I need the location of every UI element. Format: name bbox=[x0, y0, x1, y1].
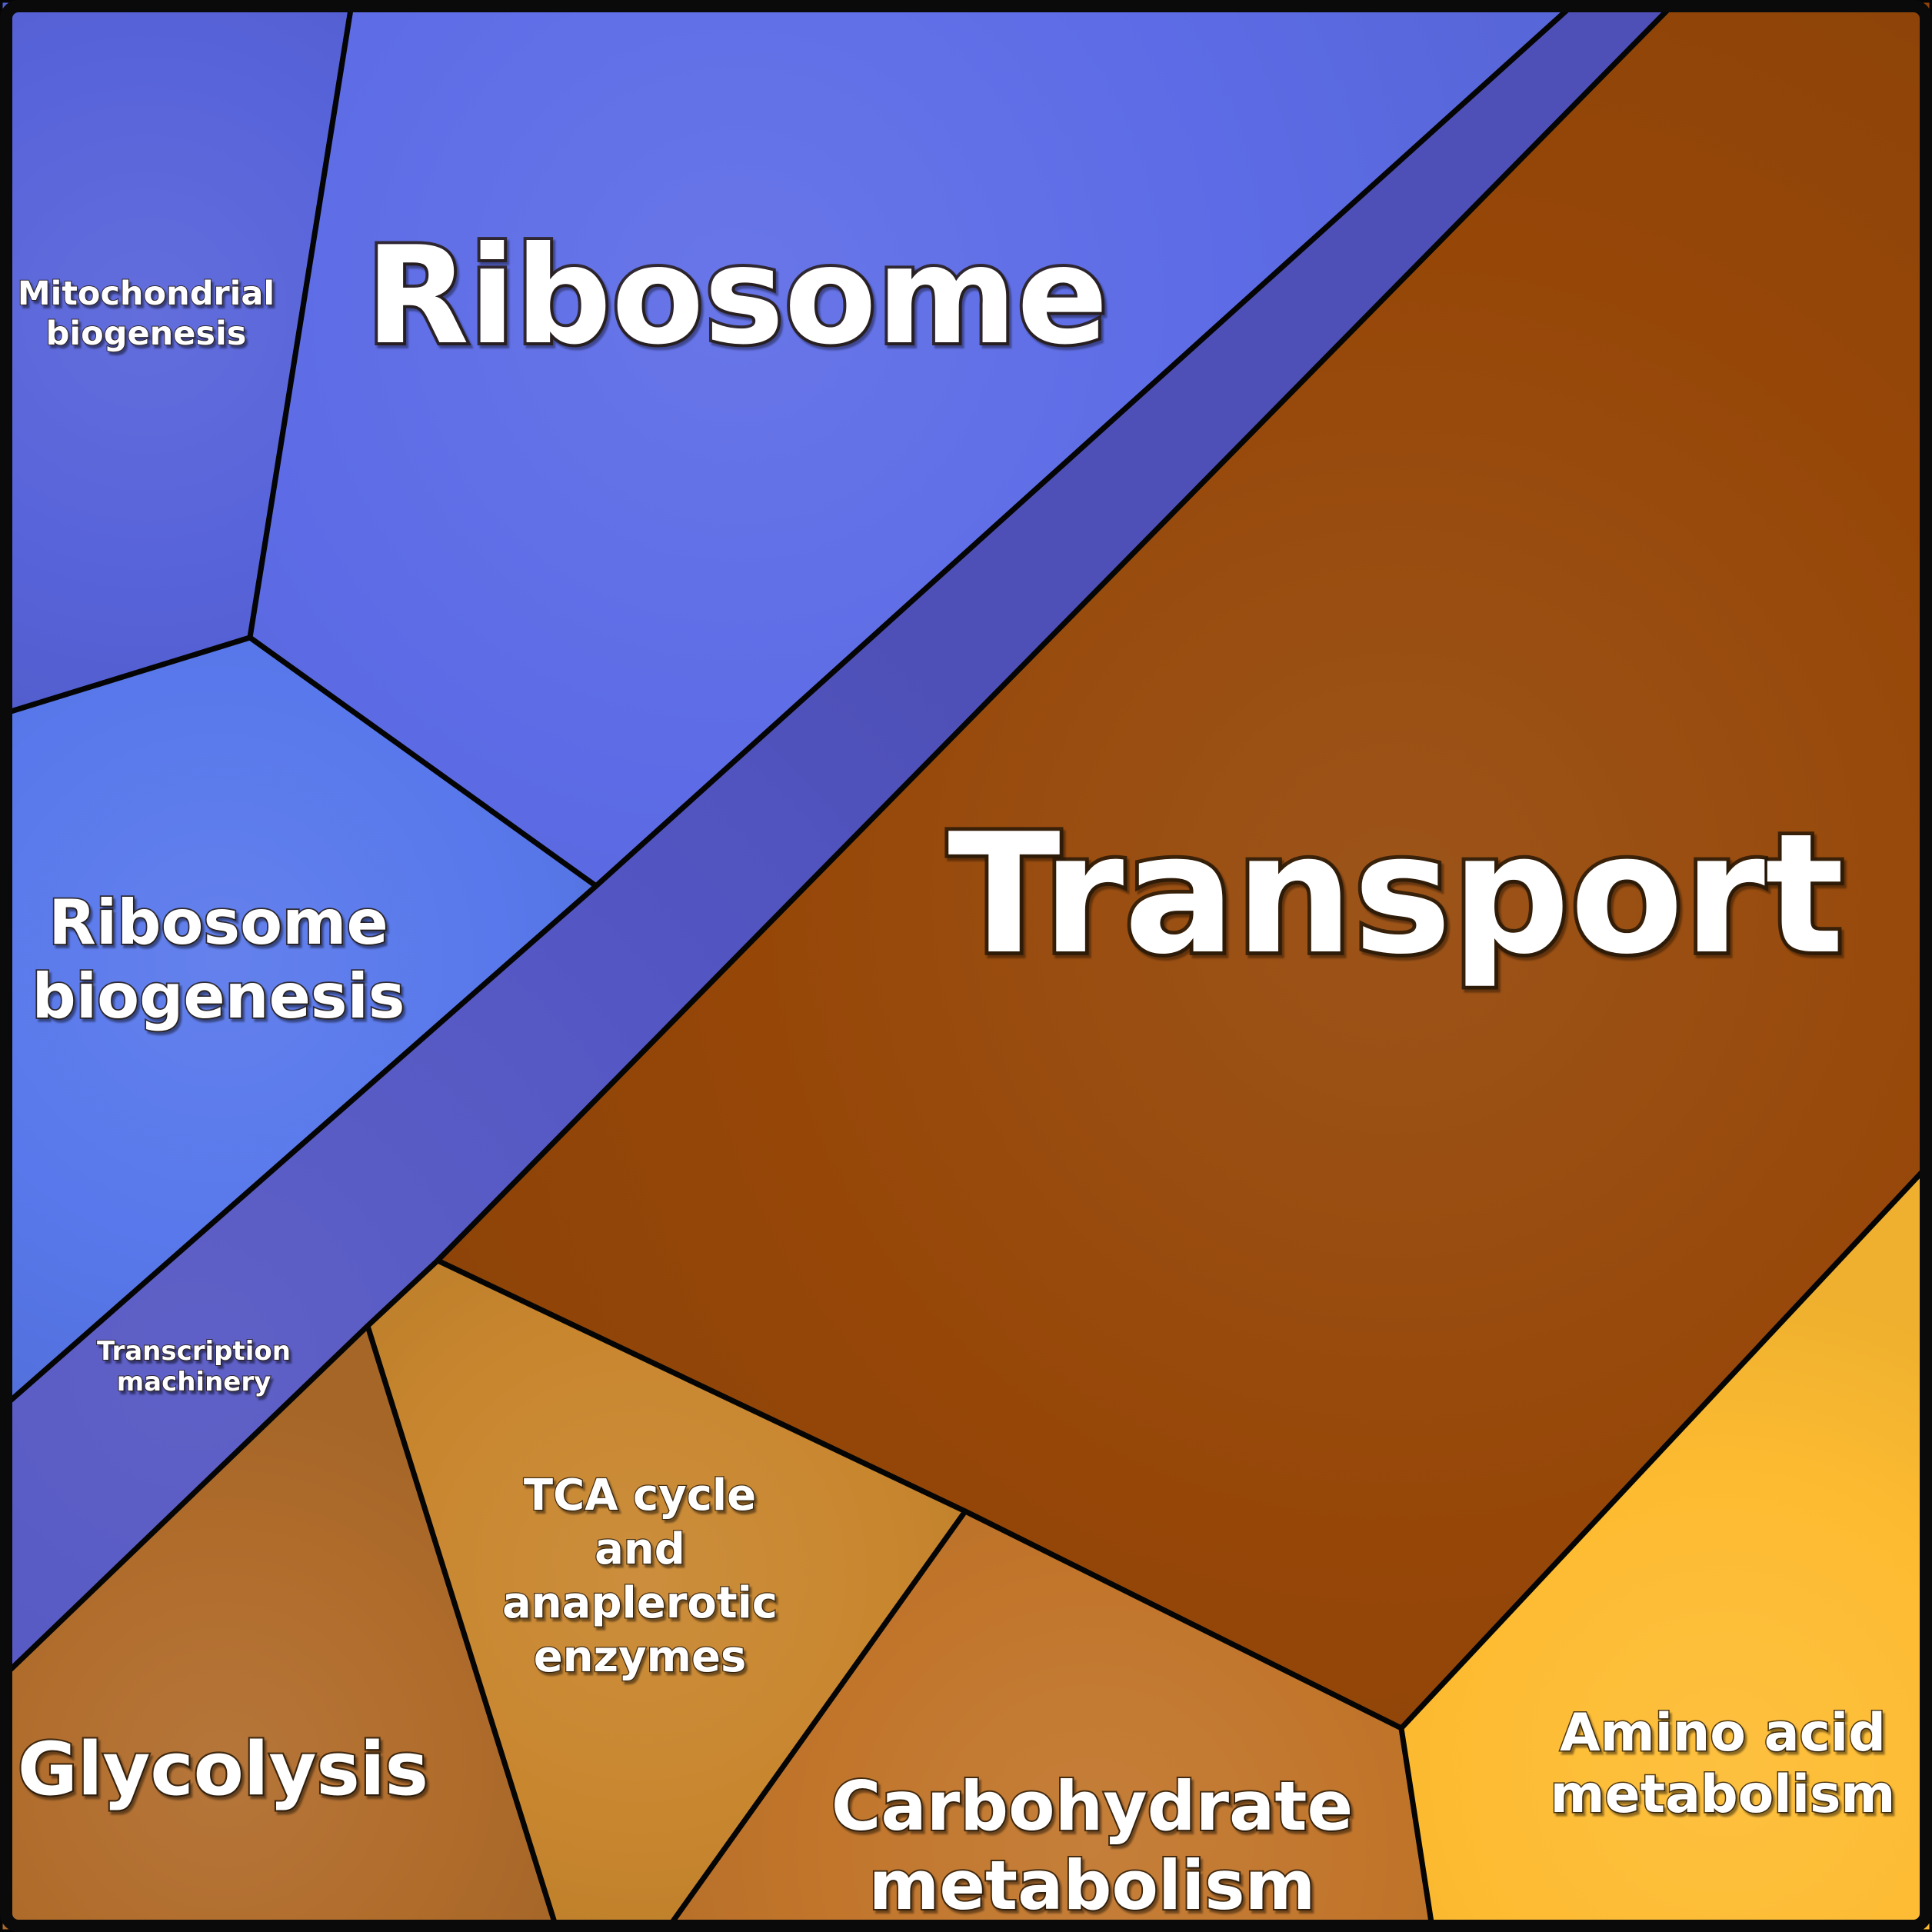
cell-glycolysis[interactable] bbox=[0, 1323, 561, 1932]
cell-carbohydrate-metabolism[interactable] bbox=[662, 1508, 1436, 1932]
cell-amino-acid-metabolism[interactable] bbox=[1398, 1158, 1932, 1932]
cell-ribosome-biogenesis[interactable] bbox=[0, 635, 599, 1413]
